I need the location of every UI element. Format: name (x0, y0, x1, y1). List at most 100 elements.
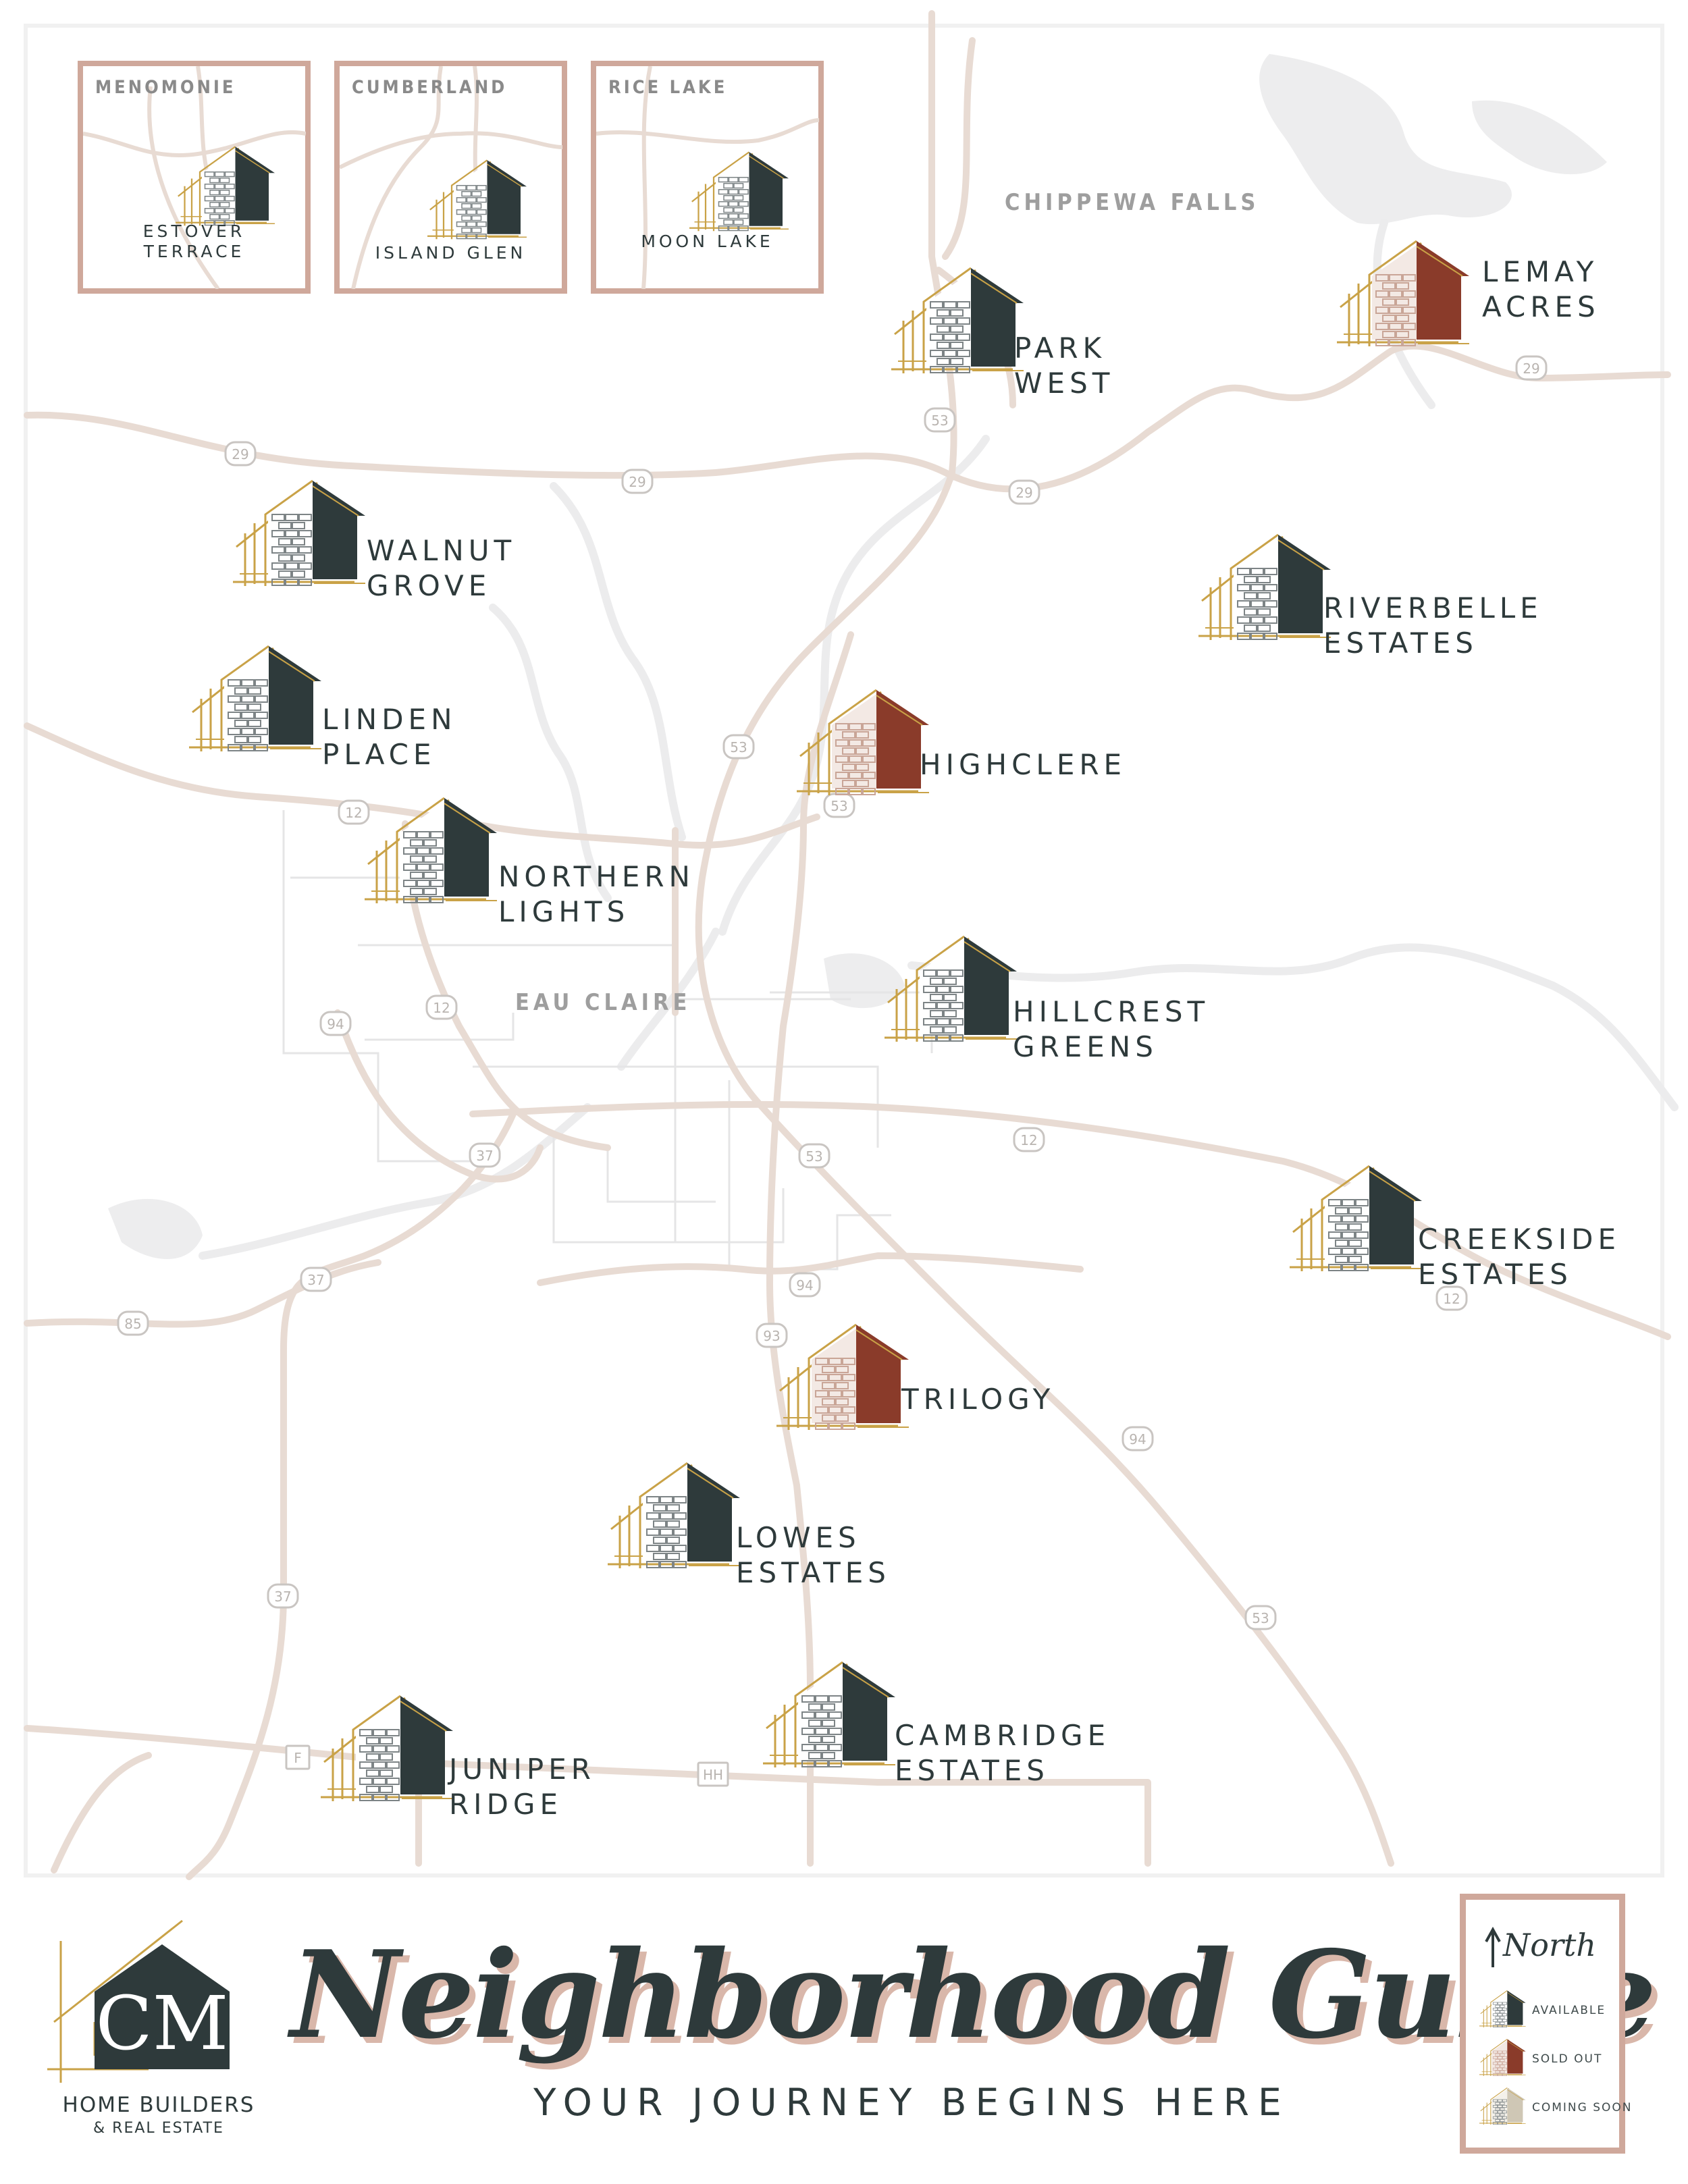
highway-shield-F: F (285, 1744, 311, 1770)
highway-shield-53: 53 (1244, 1605, 1277, 1630)
highway-shield-12: 12 (1013, 1127, 1045, 1152)
community-name-line: GREENS (1013, 1030, 1158, 1063)
community-name-line: ESTATES (736, 1556, 891, 1589)
community-name-line: PARK (1014, 331, 1107, 365)
community-name-line: RIDGE (449, 1788, 562, 1821)
community-name-line: GROVE (367, 569, 492, 602)
svg-text:53: 53 (1252, 1610, 1269, 1626)
house-icon-available (885, 928, 1020, 1043)
community-name: NORTHERN LIGHTS (498, 859, 695, 930)
community-name-line: TERRACE (143, 242, 245, 261)
svg-text:53: 53 (830, 798, 847, 814)
house-icon-available (689, 146, 791, 232)
highway-shield-markers: 2929292953535353531212121294949437373785… (117, 355, 1548, 1787)
svg-text:53: 53 (730, 739, 747, 755)
community-name-line: ESTATES (1323, 627, 1478, 660)
highway-shield-12: 12 (338, 799, 370, 825)
community-name-line: TRILOGY (901, 1383, 1055, 1416)
legend-item-sold-out: SOLD OUT (1479, 2036, 1614, 2077)
highway-shield-37: 37 (300, 1267, 332, 1292)
highway-shield-53: 53 (798, 1143, 830, 1169)
logo-monogram: CM (96, 1980, 229, 2067)
svg-text:12: 12 (345, 805, 362, 821)
community-name-line: ESTATES (895, 1754, 1049, 1787)
house-icon-available (189, 638, 324, 753)
community-name-line: ISLAND GLEN (375, 243, 527, 263)
community-name: HIGHCLERE (920, 747, 1126, 782)
house-icon-sold-out (1337, 233, 1472, 348)
svg-text:53: 53 (806, 1148, 822, 1165)
community-name: LEMAY ACRES (1482, 255, 1600, 325)
highway-shield-29: 29 (224, 441, 257, 467)
house-icon-available (321, 1688, 456, 1803)
highway-shield-37: 37 (469, 1142, 501, 1168)
highway-shield-93: 93 (756, 1323, 788, 1348)
community-name: HILLCREST GREENS (1013, 994, 1209, 1065)
highway-shield-94: 94 (789, 1272, 821, 1298)
house-icon-available (365, 790, 500, 905)
svg-text:93: 93 (763, 1328, 780, 1344)
map-legend: North AVAILABLE SOLD OUT (1460, 1894, 1631, 2154)
town-label-chippewa-falls: CHIPPEWA FALLS (1005, 189, 1260, 216)
highway-shield-85: 85 (117, 1310, 149, 1336)
town-label-eau-claire: EAU CLAIRE (515, 989, 691, 1016)
highway-shield-94: 94 (319, 1011, 352, 1036)
svg-text:53: 53 (931, 412, 948, 429)
community-name-line: ESTATES (1418, 1258, 1573, 1291)
brand-logo: CM HOME BUILDERS & REAL ESTATE (47, 1914, 263, 2137)
inset-title: MENOMONIE (95, 77, 236, 98)
north-label: North (1503, 1927, 1597, 1963)
inset-menomonie: MENOMONIE ESTOVER TERRACE (78, 61, 311, 294)
highway-shield-29: 29 (1515, 355, 1548, 381)
legend-item-coming-soon: COMING SOON (1479, 2085, 1631, 2125)
house-icon-available (891, 260, 1026, 375)
legend-label: SOLD OUT (1532, 2052, 1603, 2066)
community-name-moon-lake: MOON LAKE (596, 232, 818, 252)
highway-shield-37: 37 (267, 1583, 299, 1609)
svg-text:29: 29 (629, 474, 645, 490)
svg-text:94: 94 (327, 1016, 344, 1032)
north-arrow-icon (1485, 1927, 1501, 1967)
community-name-line: JUNIPER (449, 1753, 596, 1786)
highway-shield-53: 53 (924, 407, 956, 433)
house-icon-available (427, 154, 529, 240)
community-name-line: NORTHERN (498, 860, 695, 893)
community-name: LINDEN PLACE (322, 702, 457, 772)
svg-text:94: 94 (796, 1277, 813, 1294)
house-icon-available (1479, 1988, 1527, 2028)
svg-text:F: F (294, 1750, 302, 1766)
community-name-estover-terrace: ESTOVER TERRACE (83, 221, 305, 262)
brand-line-1: HOME BUILDERS (62, 2093, 255, 2117)
house-icon-available (1198, 527, 1334, 641)
brand-line-2: & REAL ESTATE (93, 2120, 224, 2137)
community-name-line: RIVERBELLE (1323, 591, 1543, 624)
community-name: WALNUT GROVE (367, 533, 516, 604)
svg-text:37: 37 (307, 1272, 324, 1288)
community-name: LOWES ESTATES (736, 1520, 891, 1591)
highway-shield-94: 94 (1122, 1426, 1154, 1451)
community-name-line: HILLCREST (1013, 995, 1210, 1028)
inset-cumberland: CUMBERLAND ISLAND GLEN (334, 61, 567, 294)
house-icon-sold-out (797, 682, 932, 797)
logo-house-icon: CM (47, 1919, 230, 2083)
house-icon-available (608, 1455, 743, 1570)
highway-shield-HH: HH (697, 1761, 729, 1787)
community-name-line: ESTOVER (142, 221, 246, 241)
svg-text:29: 29 (1523, 361, 1539, 377)
community-name-line: LEMAY (1482, 255, 1599, 288)
community-name: CREEKSIDE ESTATES (1418, 1222, 1620, 1292)
community-name: TRILOGY (901, 1382, 1055, 1417)
community-name-line: WALNUT (367, 534, 517, 567)
community-name-line: WEST (1014, 367, 1115, 400)
svg-text:HH: HH (703, 1767, 723, 1783)
water-features (108, 54, 1607, 1259)
community-name: RIVERBELLE ESTATES (1323, 591, 1543, 661)
house-icon-available (176, 140, 277, 227)
house-icon-coming-soon (1479, 2085, 1527, 2125)
svg-text:37: 37 (476, 1148, 493, 1164)
svg-text:12: 12 (1443, 1291, 1460, 1307)
community-name-line: LINDEN (322, 703, 457, 736)
svg-text:85: 85 (124, 1316, 141, 1332)
house-icon-available (763, 1654, 898, 1769)
community-name: JUNIPER RIDGE (449, 1752, 596, 1822)
